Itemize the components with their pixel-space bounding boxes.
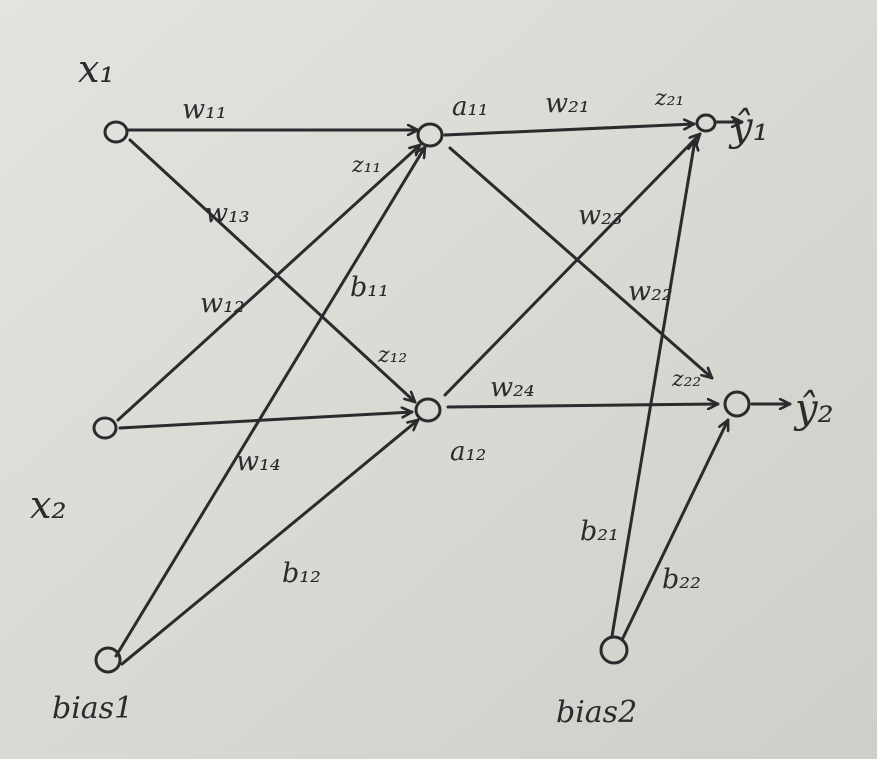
label-b22: b₂₂ — [662, 564, 701, 595]
label-z11: z₁₁ — [351, 153, 381, 178]
label-x1: x₁ — [78, 47, 115, 91]
edge-bias1-h2 — [120, 420, 418, 666]
label-b12: b₁₂ — [282, 558, 321, 589]
edge-x2-h2 — [118, 412, 414, 430]
node-bias2 — [599, 635, 629, 665]
node-x2 — [92, 416, 118, 440]
label-w21: w₂₁ — [545, 88, 590, 119]
node-o1 — [695, 113, 717, 133]
label-bias2: bias2 — [556, 695, 637, 730]
label-b21: b₂₁ — [580, 516, 619, 547]
node-bias1 — [94, 646, 122, 674]
edge-x2-h1 — [116, 145, 420, 422]
label-z22: z₂₂ — [671, 367, 701, 392]
label-x2: x₂ — [30, 483, 67, 527]
label-w22: w₂₂ — [628, 276, 673, 307]
edge-bias2-o1 — [610, 140, 695, 638]
label-bias1: bias1 — [52, 691, 133, 726]
label-w14: w₁₄ — [236, 446, 281, 477]
label-w24: w₂₄ — [490, 372, 535, 403]
node-h2 — [414, 397, 442, 423]
node-x1 — [103, 120, 129, 144]
edge-h2-o1 — [443, 134, 700, 397]
edge-h2-o2 — [446, 404, 720, 407]
label-b11: b₁₁ — [350, 272, 389, 303]
label-w23: w₂₃ — [578, 200, 623, 231]
label-w12: w₁₂ — [200, 288, 245, 319]
node-o2 — [723, 390, 751, 418]
edge-x1-h2 — [128, 138, 415, 402]
edge-h1-o1 — [443, 124, 696, 137]
label-w13: w₁₃ — [205, 198, 250, 229]
label-yhat1: ŷ₁ — [728, 104, 769, 150]
label-z21: z₂₁ — [654, 86, 684, 111]
label-z12: z₁₂ — [377, 343, 407, 368]
label-a11: a₁₁ — [452, 92, 488, 122]
label-yhat2: ŷ₂ — [793, 386, 834, 432]
edge-h1-o2 — [448, 146, 712, 378]
edge-bias2-o2 — [620, 420, 730, 642]
label-w11: w₁₁ — [182, 94, 227, 125]
edge-bias1-h1 — [114, 147, 425, 658]
label-a12: a₁₂ — [450, 437, 486, 467]
node-h1 — [416, 122, 444, 148]
